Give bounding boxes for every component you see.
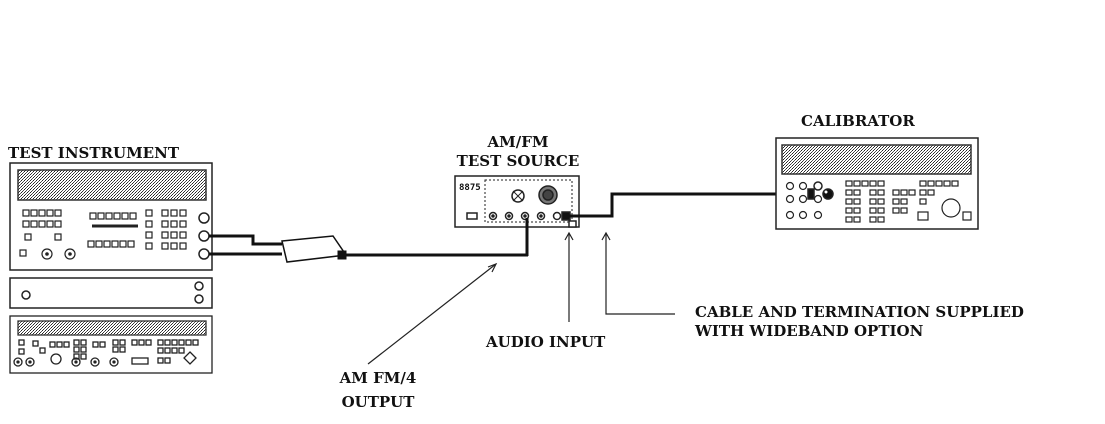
source-faceplate-text: 8875 xyxy=(459,183,481,193)
am-fm-output-label-line1: AM FM/4 xyxy=(339,369,417,387)
y-cable-adapter xyxy=(209,234,528,263)
test-instrument-display xyxy=(17,169,207,201)
cable-note-line2: WITH WIDEBAND OPTION xyxy=(695,322,924,340)
lower-unit-display xyxy=(17,320,207,336)
test-instrument-connector-1 xyxy=(198,212,210,224)
calibrator-display xyxy=(781,144,972,175)
am-fm-output-leader xyxy=(367,263,497,365)
test-instrument-main-unit xyxy=(9,162,213,271)
test-source-label-line2: TEST SOURCE xyxy=(456,152,580,170)
audio-input-label: AUDIO INPUT xyxy=(486,333,606,351)
test-instrument-label: TEST INSTRUMENT xyxy=(8,144,179,162)
calibrator-unit xyxy=(775,137,979,230)
calibrator-connector xyxy=(813,181,823,191)
cable-leader-arrow xyxy=(601,231,611,241)
test-instrument-middle-unit xyxy=(9,277,213,309)
audio-input-connector xyxy=(552,211,562,221)
test-instrument-lower-unit xyxy=(9,315,213,374)
am-fm-test-source-unit: 8875 xyxy=(454,175,580,228)
test-source-label-line1: AM/FM xyxy=(487,133,549,151)
callout-leaders xyxy=(367,231,675,365)
am-fm-output-leader-arrow xyxy=(487,262,498,273)
audio-input-leader-arrow xyxy=(564,231,574,241)
cable-note-line1: CABLE AND TERMINATION SUPPLIED xyxy=(695,303,1024,321)
wideband-termination-cable xyxy=(568,192,808,218)
am-fm-output-label-line2: OUTPUT xyxy=(341,393,415,411)
calibrator-label: CALIBRATOR xyxy=(801,112,915,130)
cable-leader xyxy=(605,233,675,315)
